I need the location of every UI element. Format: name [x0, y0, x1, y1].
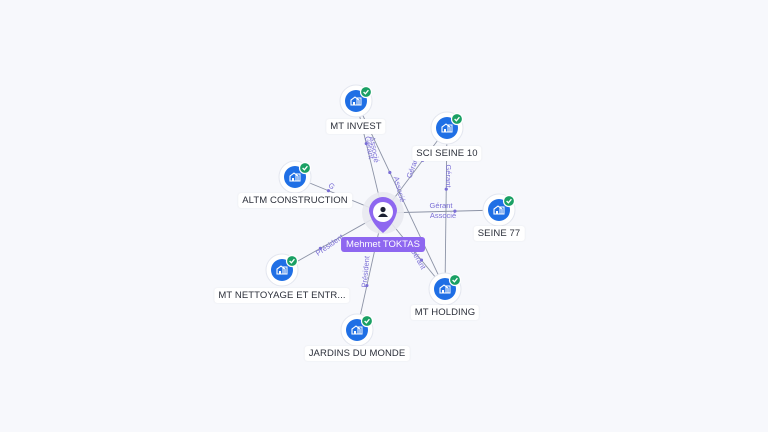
- building-icon: [439, 284, 451, 294]
- person-node[interactable]: [362, 192, 404, 234]
- building-icon: [351, 325, 363, 335]
- edge-label: Président: [360, 255, 372, 288]
- verified-check-icon: [360, 314, 374, 328]
- edge-arrow: [444, 187, 448, 191]
- verified-check-icon: [502, 194, 516, 208]
- verified-check-icon: [450, 112, 464, 126]
- building-icon: [276, 265, 288, 275]
- edge-arrow: [419, 258, 424, 262]
- company-node-seine-77[interactable]: [482, 193, 516, 227]
- company-label-seine-77[interactable]: SEINE 77: [473, 226, 525, 241]
- company-node-mt-nettoyage[interactable]: [265, 253, 299, 287]
- company-label-jardins-du-monde[interactable]: JARDINS DU MONDE: [304, 346, 410, 361]
- edge-label: Gérant: [444, 165, 453, 189]
- company-node-mt-invest[interactable]: [339, 84, 373, 118]
- company-node-mt-holding[interactable]: [428, 272, 462, 306]
- building-icon: [441, 123, 453, 133]
- nodes-layer: [265, 84, 516, 347]
- company-node-jardins-du-monde[interactable]: [340, 313, 374, 347]
- edge-label: G: [326, 181, 336, 192]
- edge-arrow: [364, 141, 368, 146]
- edge-label: Associé: [430, 211, 456, 220]
- edge-label: Associé: [368, 136, 381, 163]
- verified-check-icon: [285, 254, 299, 268]
- company-label-mt-invest[interactable]: MT INVEST: [326, 119, 386, 134]
- company-label-sci-seine-10[interactable]: SCI SEINE 10: [412, 146, 482, 161]
- person-name-label[interactable]: Mehmet TOKTAS: [341, 237, 425, 252]
- company-node-altm-construction[interactable]: [278, 160, 312, 194]
- company-node-sci-seine-10[interactable]: [430, 111, 464, 145]
- edge-arrow: [326, 189, 331, 193]
- edge-arrow: [318, 246, 322, 250]
- building-icon: [289, 172, 301, 182]
- building-icon: [350, 96, 362, 106]
- edge-label: Gérant: [430, 201, 454, 210]
- company-label-mt-nettoyage[interactable]: MT NETTOYAGE ET ENTR...: [214, 288, 350, 303]
- edge-arrow: [453, 209, 457, 213]
- edge-label: Gérant: [363, 135, 376, 160]
- verified-check-icon: [448, 273, 462, 287]
- verified-check-icon: [359, 85, 373, 99]
- company-label-altm-construction[interactable]: ALTM CONSTRUCTION: [238, 193, 352, 208]
- edge-arrow: [365, 283, 369, 288]
- company-label-mt-holding[interactable]: MT HOLDING: [410, 305, 480, 320]
- verified-check-icon: [298, 161, 312, 175]
- building-icon: [493, 205, 505, 215]
- user-icon: [378, 206, 388, 217]
- edge-arrow: [388, 170, 392, 175]
